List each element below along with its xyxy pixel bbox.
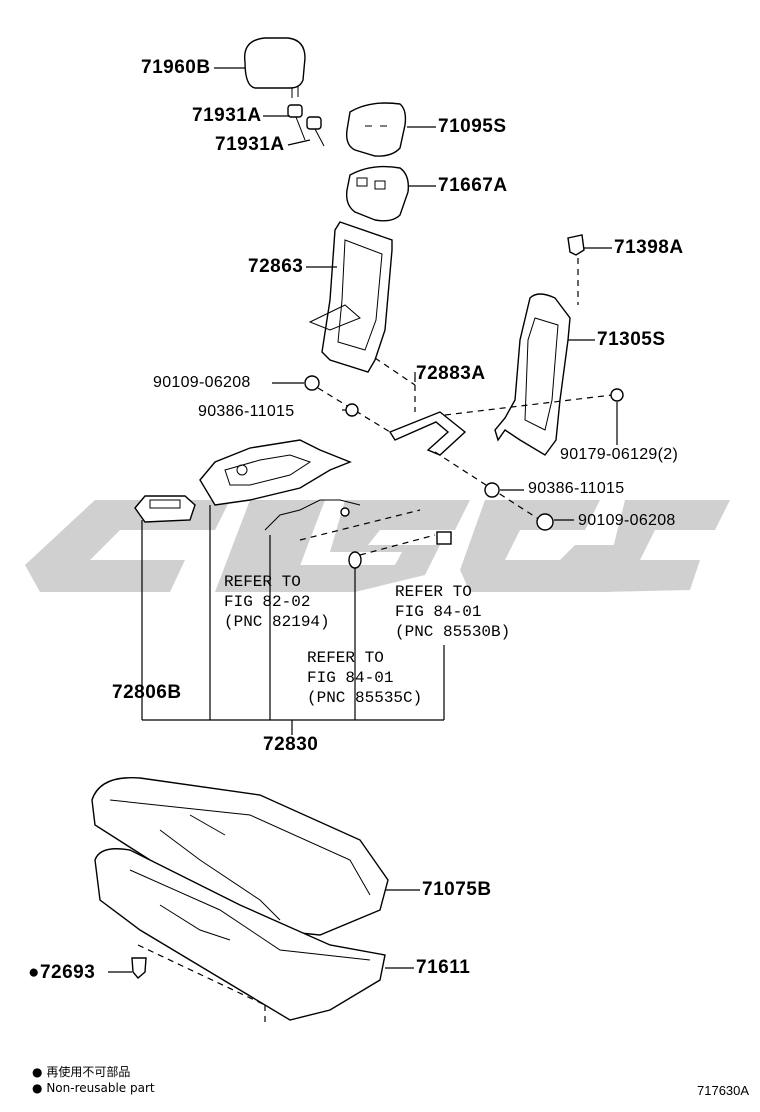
cover-71095S (345, 102, 436, 157)
bracket-72883A (374, 357, 613, 521)
clip-71398A (567, 234, 612, 305)
label-90386-11015-2: 90386-11015 (528, 480, 625, 497)
seat-frame-71611 (94, 848, 414, 1021)
bolt-90109-2 (536, 513, 574, 531)
nut-90179 (610, 388, 624, 445)
seat-cushion-71075B (91, 776, 420, 936)
legend-text-english: Non-reusable part (46, 1081, 155, 1095)
label-71667A: 71667A (438, 175, 508, 196)
legend-bullet-2: ● (32, 1081, 43, 1095)
label-72693-text: 72693 (39, 962, 96, 983)
non-reusable-marker: ● (28, 962, 40, 983)
armrest-frame-71305S (494, 293, 595, 456)
label-71960B: 71960B (141, 57, 211, 78)
label-72693: ●72693 (28, 963, 95, 983)
legend-row-english: ● Non-reusable part (32, 1080, 155, 1096)
label-90109-06208-2: 90109-06208 (578, 512, 676, 529)
legend-text-japanese: 再使用不可部品 (46, 1065, 131, 1079)
reference-note-82194: REFER TO FIG 82-02 (PNC 82194) (224, 573, 330, 631)
armrest-72830 (199, 439, 352, 506)
legend-bullet-1: ● (32, 1065, 43, 1079)
legend: ● 再使用不可部品 ● Non-reusable part (32, 1064, 155, 1096)
bolt-90109-1 (272, 375, 391, 433)
label-72863: 72863 (248, 256, 304, 277)
headrest-71960B (214, 37, 306, 98)
reference-note-85535C: REFER TO FIG 84-01 (PNC 85535C) (307, 649, 423, 707)
wiring-harness (264, 499, 452, 720)
cover-71667A (345, 165, 436, 222)
label-72806B: 72806B (112, 682, 182, 703)
figure-id: 717630A (697, 1083, 750, 1098)
label-71305S: 71305S (597, 329, 666, 350)
legend-row-japanese: ● 再使用不可部品 (32, 1064, 155, 1080)
nut-90386-1 (342, 403, 359, 417)
reference-note-85530B: REFER TO FIG 84-01 (PNC 85530B) (395, 583, 511, 641)
label-71931A-1: 71931A (192, 105, 262, 126)
label-71398A: 71398A (614, 237, 684, 258)
cupholder-72806B (134, 495, 196, 523)
label-71931A-2: 71931A (215, 134, 285, 155)
clip-72693 (108, 944, 266, 1025)
label-71075B: 71075B (422, 879, 492, 900)
label-90179-06129: 90179-06129(2) (560, 446, 679, 463)
label-90109-06208-1: 90109-06208 (153, 374, 251, 391)
label-72830: 72830 (263, 734, 319, 755)
headrest-support-71931A (263, 104, 325, 147)
nut-90386-2 (484, 482, 524, 498)
leader-lines-72830 (141, 505, 444, 735)
seatback-frame-72863 (306, 221, 393, 373)
label-71611: 71611 (416, 957, 471, 978)
watermark-logo (25, 500, 730, 592)
label-72883A: 72883A (416, 363, 486, 384)
label-90386-11015-1: 90386-11015 (198, 403, 295, 420)
label-71095S: 71095S (438, 116, 507, 137)
